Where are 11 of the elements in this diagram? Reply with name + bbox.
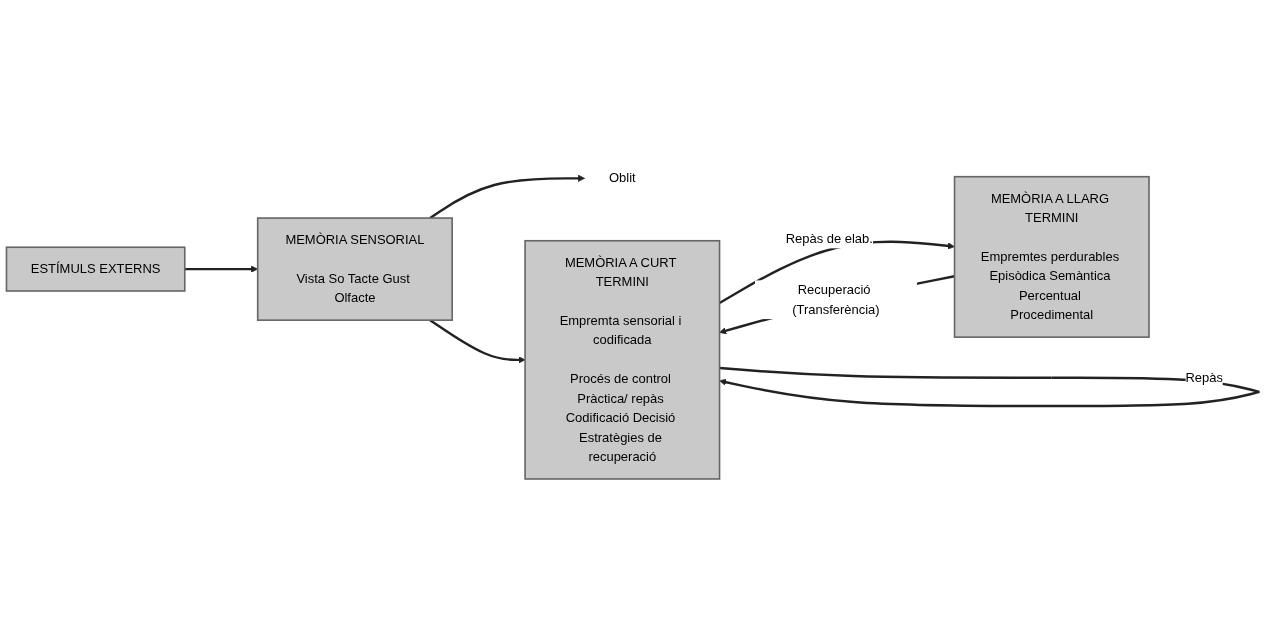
edge-label: Repàs de elab. (785, 231, 873, 246)
node-box: MEMÒRIA SENSORIAL Vista So Tacte Gust Olfacte (256, 217, 453, 321)
node-box: ESTÍMULS EXTERNS (5, 246, 186, 292)
node-text: Oblit (608, 170, 636, 185)
edge-label: Recuperació (Transferència) (792, 282, 880, 316)
arrow (429, 174, 585, 219)
edge-label: Repàs (1185, 370, 1223, 384)
arrow (184, 265, 258, 273)
node-box: MEMÒRIA A LLARG TERMINI Empremtes perdurables Episòdica Semàntica Percentual Procedimental (953, 175, 1150, 338)
arrow (429, 318, 526, 364)
node-box: MEMÒRIA A CURT TERMINI Empremta sensorial i codificada Procés de control Pràctica/ repàs Codificació Decisió Estratègies de recuperació (524, 239, 721, 480)
